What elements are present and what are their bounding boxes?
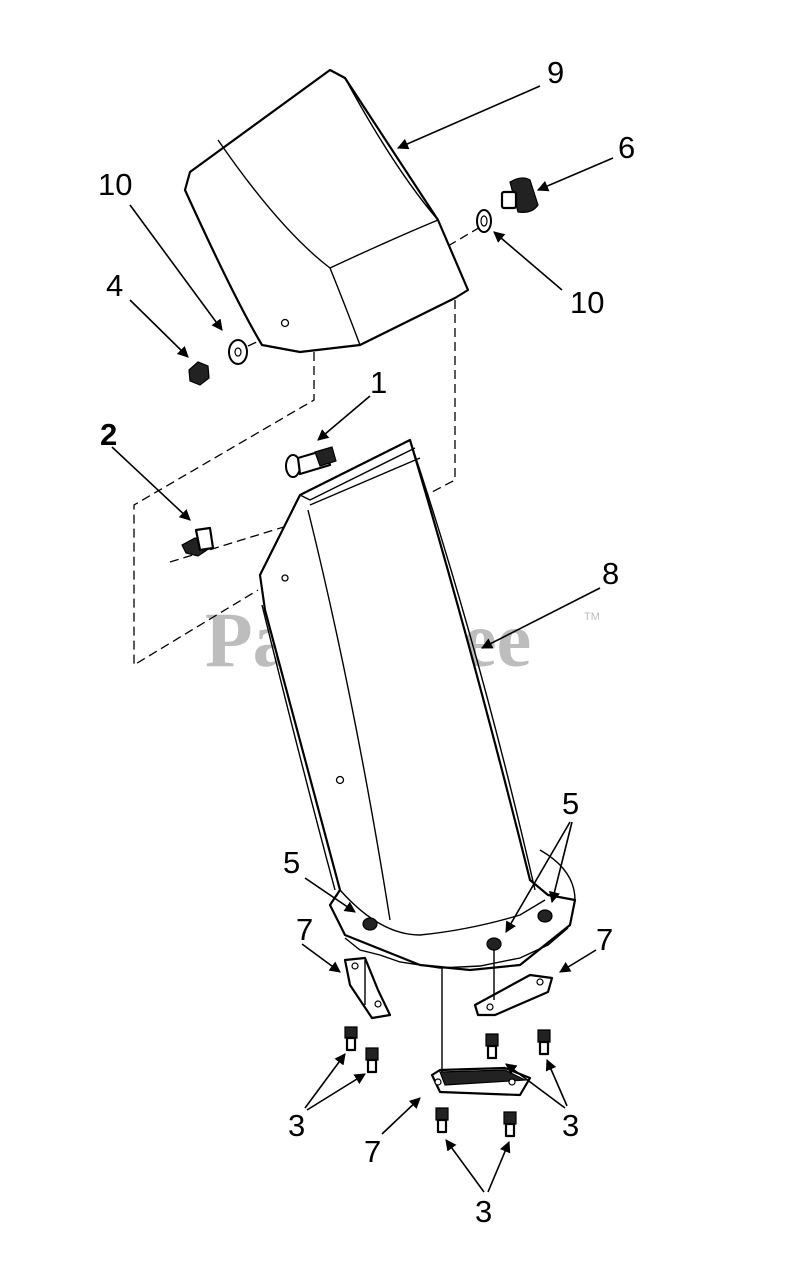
bushings-part <box>362 909 553 951</box>
callout-7-bottom: 7 <box>364 1134 381 1169</box>
callout-3-bottom: 3 <box>475 1194 492 1229</box>
callout-10-right: 10 <box>570 285 604 320</box>
upper-bolt-part <box>285 446 337 478</box>
callout-7-right: 7 <box>596 922 613 957</box>
watermark-trademark: TM <box>584 611 600 623</box>
left-bolt-part <box>181 526 215 557</box>
nut-washer-part <box>188 339 248 386</box>
keeper-left-part <box>343 956 392 1020</box>
callout-3-left: 3 <box>288 1108 305 1143</box>
callout-2: 2 <box>100 417 117 452</box>
keeper-right-part <box>473 973 554 1017</box>
callout-8: 8 <box>602 556 619 591</box>
callout-5-right: 5 <box>562 786 579 821</box>
callout-3-right: 3 <box>562 1108 579 1143</box>
callout-1: 1 <box>370 365 387 400</box>
callout-4: 4 <box>106 268 123 303</box>
leader-lines <box>111 85 614 1193</box>
chute-part <box>258 438 577 972</box>
screws-part <box>344 1026 551 1138</box>
callout-7-left: 7 <box>296 912 313 947</box>
callout-10-left: 10 <box>98 167 132 202</box>
knob-part <box>476 177 539 233</box>
deflector-part <box>183 68 470 354</box>
callout-5-left: 5 <box>283 845 300 880</box>
keeper-assembly-lines <box>364 950 495 1072</box>
keeper-bottom-part <box>430 1066 532 1097</box>
callout-6: 6 <box>618 130 635 165</box>
callout-9: 9 <box>547 55 564 90</box>
